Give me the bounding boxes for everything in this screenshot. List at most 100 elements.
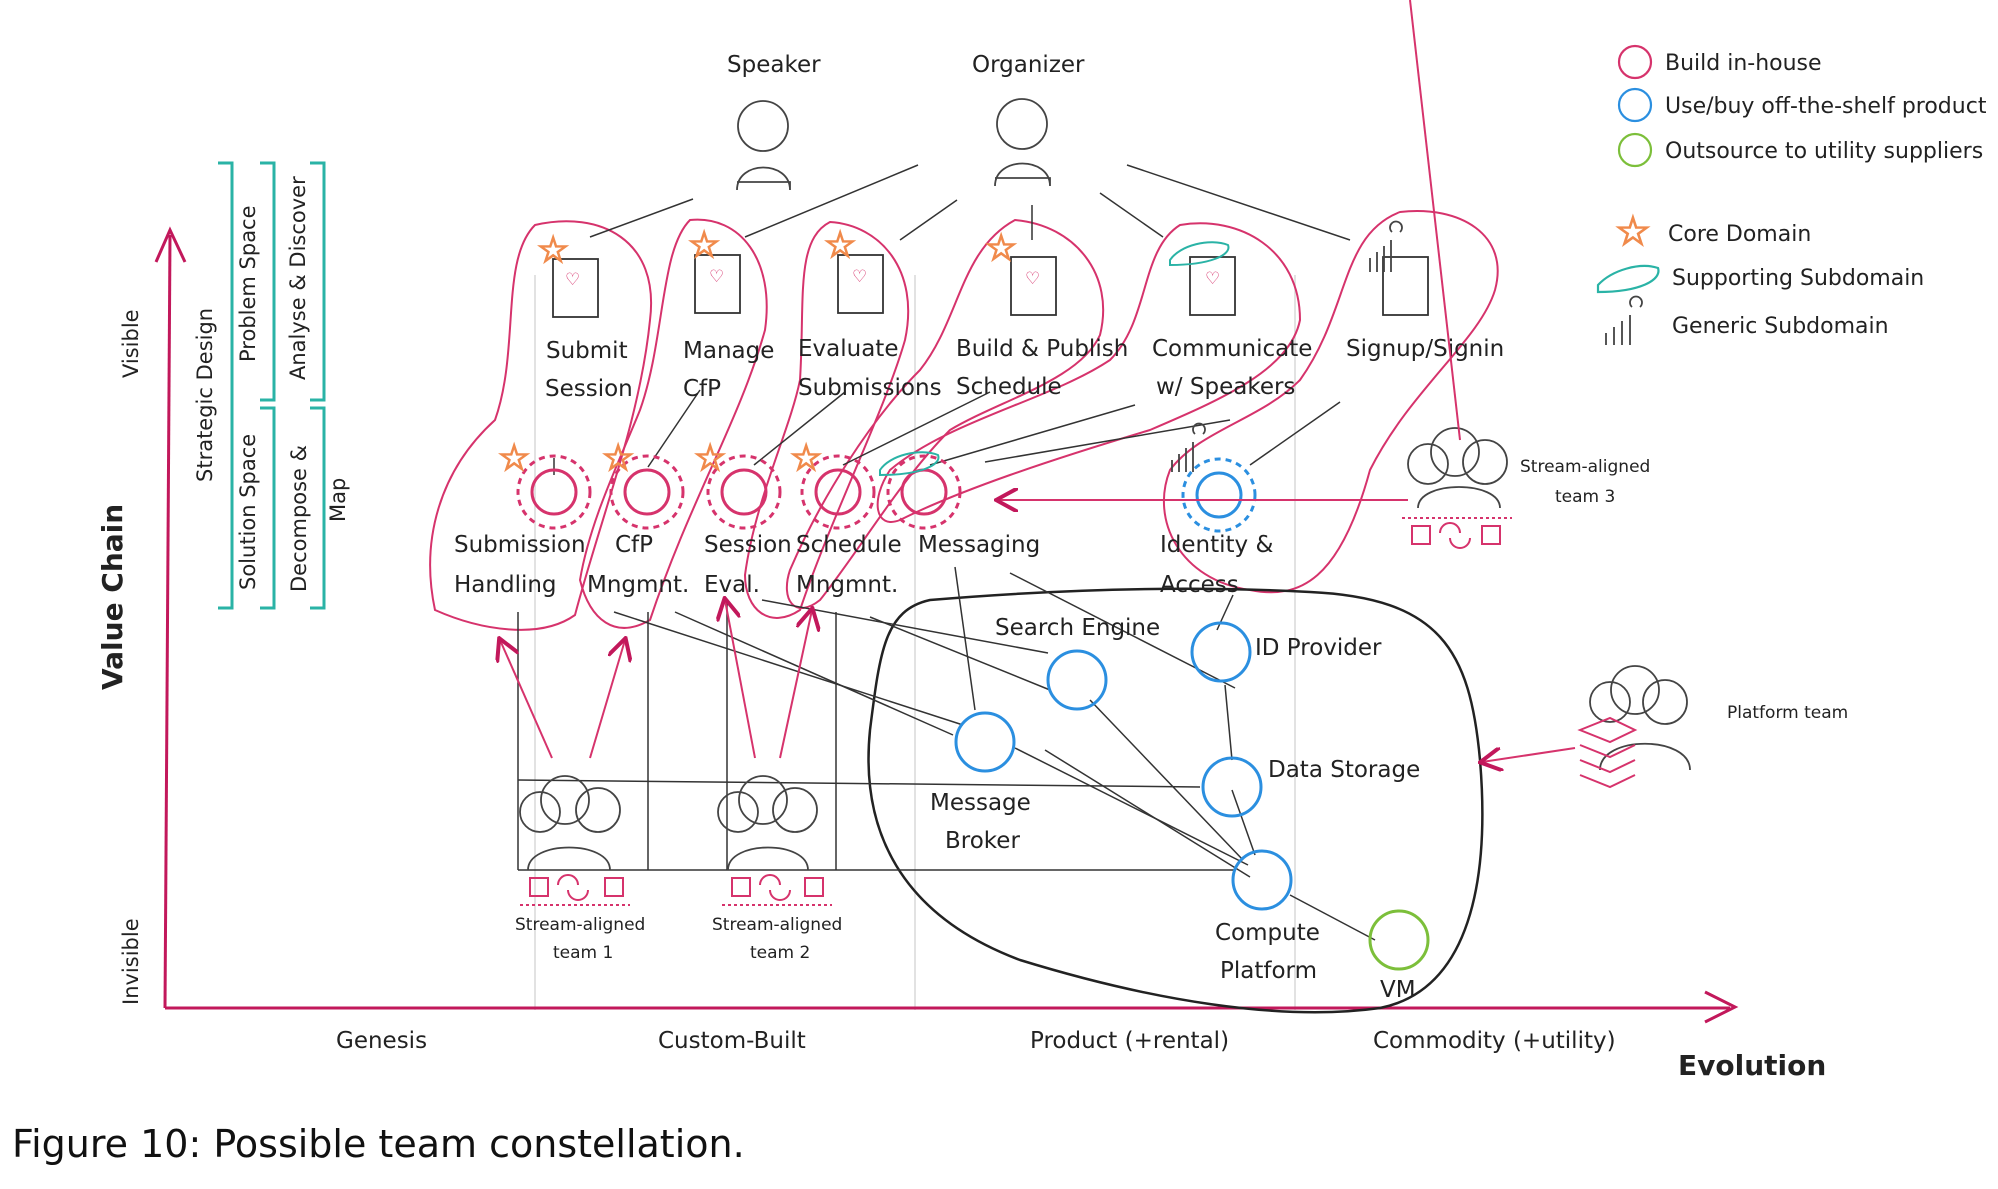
platform-vm: VM — [1368, 909, 1430, 1003]
component-label-1: CfP — [615, 532, 653, 558]
figure-caption: Figure 10: Possible team constellation. — [12, 1122, 745, 1166]
message-broker-label-1: Message — [930, 790, 1031, 816]
generic-subdomain-icon — [1171, 422, 1206, 472]
legend-supporting-label: Supporting Subdomain — [1672, 266, 1924, 291]
team-arrows — [500, 0, 1576, 762]
need-label-2: CfP — [683, 376, 721, 402]
component-label-1: Submission — [454, 532, 586, 558]
compute-label-1: Compute — [1215, 920, 1320, 946]
need-communicate-speakers: ♡ Communicate w/ Speakers — [1152, 241, 1312, 400]
organizer-label: Organizer — [972, 52, 1085, 78]
team-label-2: team 2 — [750, 943, 810, 963]
component-label-2: Mngmnt. — [587, 572, 689, 598]
supporting-subdomain-icon — [879, 451, 940, 477]
platform-data-storage: Data Storage — [1201, 756, 1420, 818]
team-label-1: Stream-aligned — [712, 915, 842, 935]
platform-compute: Compute Platform — [1215, 849, 1320, 984]
need-label-1: Build & Publish — [956, 336, 1128, 362]
team-label-2: team 3 — [1555, 487, 1615, 507]
need-label-1: Signup/Signin — [1346, 336, 1504, 362]
core-domain-star-icon: ☆ — [985, 228, 1017, 269]
svg-text:♡: ♡ — [565, 270, 580, 290]
stage-custom-built: Custom-Built — [658, 1028, 806, 1054]
component-label-1: Identity & — [1160, 532, 1273, 558]
stage-separators — [534, 275, 1296, 1010]
legend: Build in-house Use/buy off-the-shelf pro… — [1596, 44, 1987, 345]
stage-commodity: Commodity (+utility) — [1373, 1028, 1616, 1054]
core-domain-star-icon: ☆ — [688, 225, 720, 266]
compute-label-2: Platform — [1220, 958, 1317, 984]
component-label-2: Access — [1160, 572, 1239, 598]
legend-generic-label: Generic Subdomain — [1672, 314, 1889, 339]
generic-subdomain-icon — [1369, 220, 1403, 272]
id-provider-label: ID Provider — [1255, 635, 1382, 661]
core-domain-star-icon: ☆ — [537, 230, 569, 271]
stream-aligned-team-3: Stream-aligned team 3 — [1402, 427, 1650, 549]
need-label-1: Manage — [683, 338, 774, 364]
core-domain-star-icon: ☆ — [694, 438, 726, 479]
speaker-icon — [736, 100, 791, 191]
stage-genesis: Genesis — [336, 1028, 427, 1054]
need-signup-signin: Signup/Signin — [1346, 220, 1504, 362]
stage-product: Product (+rental) — [1030, 1028, 1229, 1054]
team-label-1: Stream-aligned — [1520, 457, 1650, 477]
team-icon — [717, 775, 818, 871]
component-session-eval: ☆ Session Eval. — [693, 437, 792, 598]
vm-label: VM — [1380, 977, 1416, 1003]
component-submission-handling: ☆ Submission Handling — [454, 437, 592, 598]
component-schedule-mngmnt: ☆ Schedule Mngmnt. — [789, 437, 902, 598]
layers-icon — [1577, 716, 1638, 789]
component-messaging: Messaging — [879, 451, 1040, 558]
bracket-decompose-l2: Map — [326, 478, 350, 522]
build-in-house-blobs — [429, 210, 1499, 631]
stream-aligned-team-2: Stream-aligned team 2 — [712, 775, 842, 963]
message-broker-label-2: Broker — [945, 828, 1020, 854]
need-label-1: Communicate — [1152, 336, 1312, 362]
platform-team-label: Platform team — [1727, 703, 1848, 723]
platform-message-broker: Message Broker — [930, 711, 1031, 854]
team-icon — [1589, 665, 1691, 771]
y-axis-title: Value Chain — [96, 504, 129, 690]
supporting-subdomain-icon — [1169, 241, 1230, 267]
core-domain-star-icon: ☆ — [824, 225, 856, 266]
platform-id-provider: ID Provider — [1190, 621, 1382, 683]
team-icon — [519, 775, 621, 871]
bracket-decompose-l1: Decompose & — [287, 445, 311, 592]
supporting-subdomain-icon — [1596, 264, 1660, 294]
x-axis-title: Evolution — [1678, 1049, 1826, 1082]
need-build-publish-schedule: ♡ ☆ Build & Publish Schedule — [956, 227, 1128, 400]
component-label-1: Schedule — [796, 532, 902, 558]
design-brackets — [218, 161, 326, 610]
svg-text:♡: ♡ — [1205, 269, 1220, 289]
need-submit-session: ♡ ☆ Submit Session — [536, 229, 633, 402]
connections — [517, 164, 1376, 941]
axes — [154, 226, 1739, 1024]
need-label-1: Submit — [546, 338, 628, 364]
core-domain-star-icon: ☆ — [602, 438, 634, 479]
legend-build-marker — [1617, 44, 1653, 80]
svg-text:♡: ♡ — [709, 267, 724, 287]
stream-icon — [520, 874, 630, 906]
legend-build-label: Build in-house — [1665, 51, 1822, 76]
component-label-2: Handling — [454, 572, 557, 598]
bracket-analyse-discover: Analyse & Discover — [286, 176, 310, 380]
need-evaluate-submissions: ♡ ☆ Evaluate Submissions — [798, 224, 942, 401]
component-identity-access: Identity & Access — [1160, 422, 1273, 598]
stream-aligned-team-1: Stream-aligned team 1 — [515, 775, 645, 963]
stream-icon — [722, 874, 832, 906]
invisible-label: Invisible — [119, 918, 143, 1005]
visible-label: Visible — [119, 309, 143, 378]
core-domain-star-icon: ☆ — [1615, 209, 1651, 255]
bracket-problem-space: Problem Space — [236, 205, 260, 362]
platform-boundary — [867, 587, 1484, 1014]
organizer-icon — [994, 98, 1051, 187]
svg-text:♡: ♡ — [852, 267, 867, 287]
bracket-solution-space: Solution Space — [236, 434, 260, 590]
core-domain-star-icon: ☆ — [498, 438, 530, 479]
generic-subdomain-icon — [1605, 295, 1643, 345]
component-label-2: Eval. — [704, 572, 760, 598]
component-label-2: Mngmnt. — [796, 572, 898, 598]
legend-outsource-label: Outsource to utility suppliers — [1665, 139, 1983, 164]
core-domain-star-icon: ☆ — [790, 438, 822, 479]
